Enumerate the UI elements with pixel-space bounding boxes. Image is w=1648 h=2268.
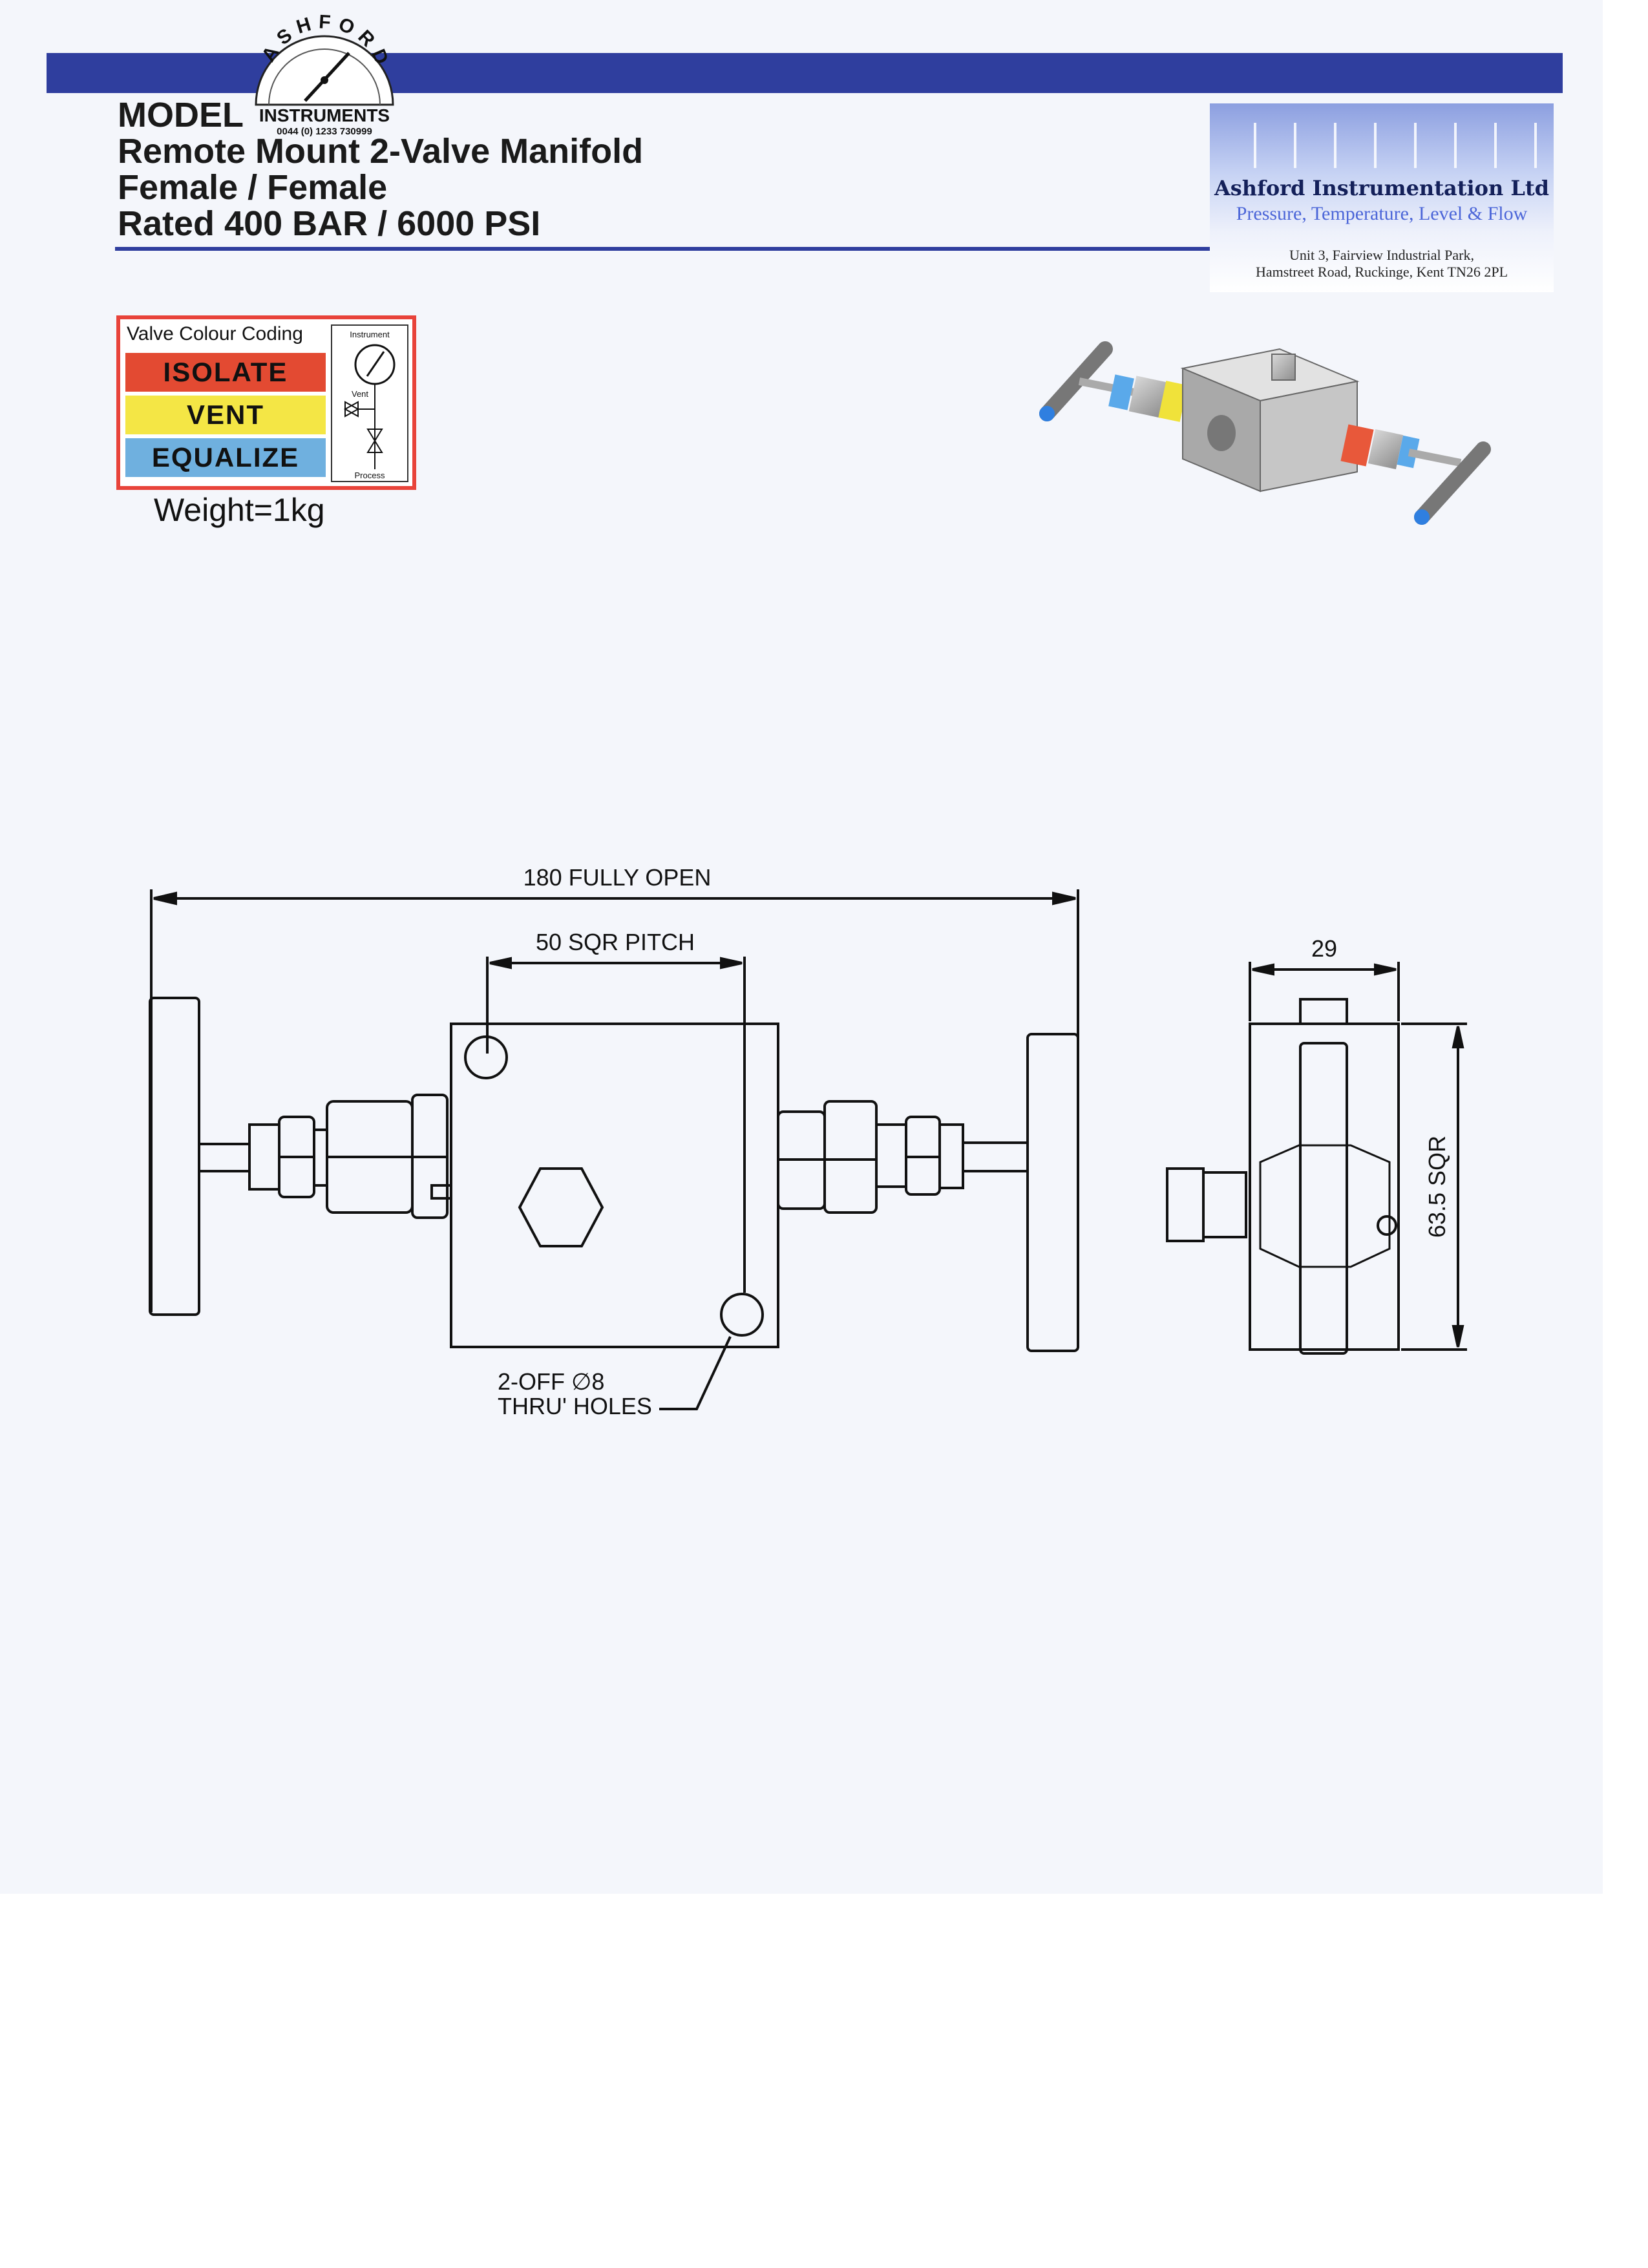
ashford-instruments-logo: ASHFORD INSTRUMENTS 0044 (0) 1233 730999 bbox=[255, 11, 394, 137]
pitch-dimension-label: 50 SQR PITCH bbox=[536, 929, 695, 955]
address-line-2: Hamstreet Road, Ruckinge, Kent TN26 2PL bbox=[1255, 264, 1508, 280]
process-label: Process bbox=[355, 471, 385, 480]
left-valve-fittings bbox=[248, 1094, 452, 1219]
manifold-body bbox=[1180, 348, 1360, 493]
hole-note: 2-OFF ∅8 THRU' HOLES bbox=[498, 1336, 732, 1419]
valve-schematic: Instrument Vent Process bbox=[331, 324, 408, 482]
model-label: MODEL bbox=[118, 96, 244, 134]
vent-label: Vent bbox=[352, 389, 368, 399]
manifold-dimension-drawing: 180 FULLY OPEN 50 SQR PITCH bbox=[149, 864, 1467, 1419]
logo-brand: INSTRUMENTS bbox=[259, 105, 390, 125]
logo-phone: 0044 (0) 1233 730999 bbox=[277, 126, 372, 137]
overall-dimension: 180 FULLY OPEN bbox=[150, 864, 1079, 1312]
company-tagline: Pressure, Temperature, Level & Flow bbox=[1236, 203, 1528, 224]
title-block: MODEL Remote Mount 2-Valve Manifold Fema… bbox=[118, 97, 643, 242]
valve-colour-coding: Valve Colour Coding ISOLATE VENT EQUALIZ… bbox=[116, 315, 416, 490]
instrument-label: Instrument bbox=[350, 330, 390, 339]
company-name: Ashford Instrumentation Ltd bbox=[1214, 176, 1550, 200]
gauge-needle-icon bbox=[304, 52, 350, 102]
title-underline bbox=[115, 247, 1214, 251]
width-dimension-label: 29 bbox=[1311, 935, 1337, 962]
weight-label: Weight=1kg bbox=[154, 492, 325, 528]
isolate-valve-icon bbox=[366, 429, 383, 453]
overall-dimension-label: 180 FULLY OPEN bbox=[523, 864, 712, 891]
equalize-band: EQUALIZE bbox=[125, 438, 326, 477]
center-port-hex bbox=[518, 1167, 604, 1247]
company-address: Unit 3, Fairview Industrial Park, Hamstr… bbox=[1210, 247, 1554, 281]
title-line-3: Rated 400 BAR / 6000 PSI bbox=[118, 204, 541, 243]
manifold-isometric-view bbox=[1039, 341, 1491, 525]
isolate-band: ISOLATE bbox=[125, 353, 326, 392]
title-line-1: Remote Mount 2-Valve Manifold bbox=[118, 132, 644, 171]
pitch-dimension: 50 SQR PITCH bbox=[486, 929, 746, 1293]
manifold-body-front bbox=[450, 1023, 779, 1348]
vent-valve-icon bbox=[343, 401, 360, 418]
right-handle-icon bbox=[1408, 441, 1491, 525]
height-dimension-label: 63.5 SQR bbox=[1424, 1136, 1450, 1238]
side-view: 29 63.5 SQR bbox=[1166, 935, 1467, 1355]
hole-note-line-2: THRU' HOLES bbox=[498, 1393, 652, 1419]
company-card: Ashford Instrumentation Ltd Pressure, Te… bbox=[1210, 103, 1554, 292]
right-handle bbox=[1026, 1033, 1079, 1352]
thru-hole-top bbox=[464, 1035, 508, 1079]
right-valve-fittings bbox=[777, 1100, 1028, 1214]
title-line-2: Female / Female bbox=[118, 168, 388, 207]
address-line-1: Unit 3, Fairview Industrial Park, bbox=[1289, 247, 1474, 263]
left-valve-fitting bbox=[1108, 374, 1188, 422]
hole-note-line-1: 2-OFF ∅8 bbox=[498, 1368, 604, 1395]
right-valve-fitting bbox=[1340, 424, 1420, 469]
left-handle bbox=[149, 997, 249, 1316]
company-card-stripes bbox=[1216, 123, 1547, 168]
vent-band: VENT bbox=[125, 396, 326, 434]
coding-title: Valve Colour Coding bbox=[127, 323, 303, 344]
thru-hole-bottom bbox=[720, 1293, 764, 1337]
